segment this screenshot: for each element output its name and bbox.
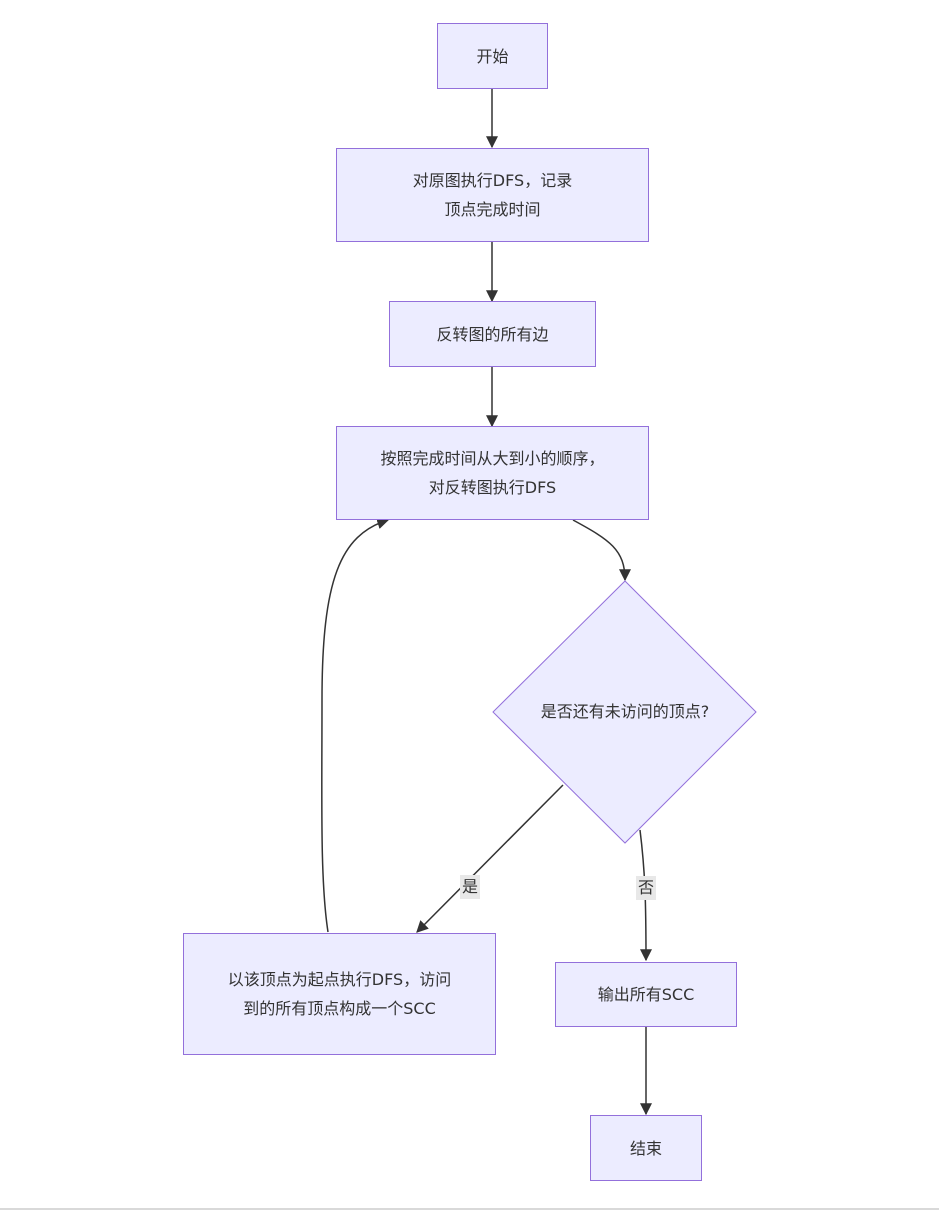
end-node: 结束 (590, 1115, 702, 1181)
output-scc-label: 输出所有SCC (597, 985, 695, 1004)
no-edge-label: 否 (636, 876, 657, 900)
reverse-edges-node: 反转图的所有边 (389, 301, 596, 367)
edge-decision-yes (416, 784, 564, 933)
bottom-divider (0, 1208, 939, 1210)
dfs-from-vertex-node: 以该顶点为起点执行DFS，访问到的所有顶点构成一个SCC (183, 933, 496, 1055)
yes-edge-label: 是 (460, 875, 481, 899)
output-scc-node: 输出所有SCC (555, 962, 737, 1027)
edge-dfs-reversed-to-decision (572, 519, 631, 582)
dfs-from-vertex-label: 以该顶点为起点执行DFS，访问到的所有顶点构成一个SCC (227, 970, 452, 1018)
start-label: 开始 (476, 46, 509, 66)
dfs-reversed-label: 按照完成时间从大到小的顺序，对反转图执行DFS (380, 449, 605, 497)
decision-label: 是否还有未访问的顶点? (540, 702, 710, 721)
dfs-reversed-node: 按照完成时间从大到小的顺序，对反转图执行DFS (336, 426, 649, 520)
decision-diamond (492, 580, 757, 844)
dfs-original-node: 对原图执行DFS，记录顶点完成时间 (336, 148, 649, 242)
dfs-original-label: 对原图执行DFS，记录顶点完成时间 (412, 171, 573, 219)
start-node: 开始 (437, 23, 548, 89)
decision-label-box: 是否还有未访问的顶点? (505, 696, 745, 728)
edge-loop-back (321, 517, 390, 933)
reverse-edges-label: 反转图的所有边 (436, 324, 549, 344)
end-label: 结束 (629, 1138, 662, 1158)
